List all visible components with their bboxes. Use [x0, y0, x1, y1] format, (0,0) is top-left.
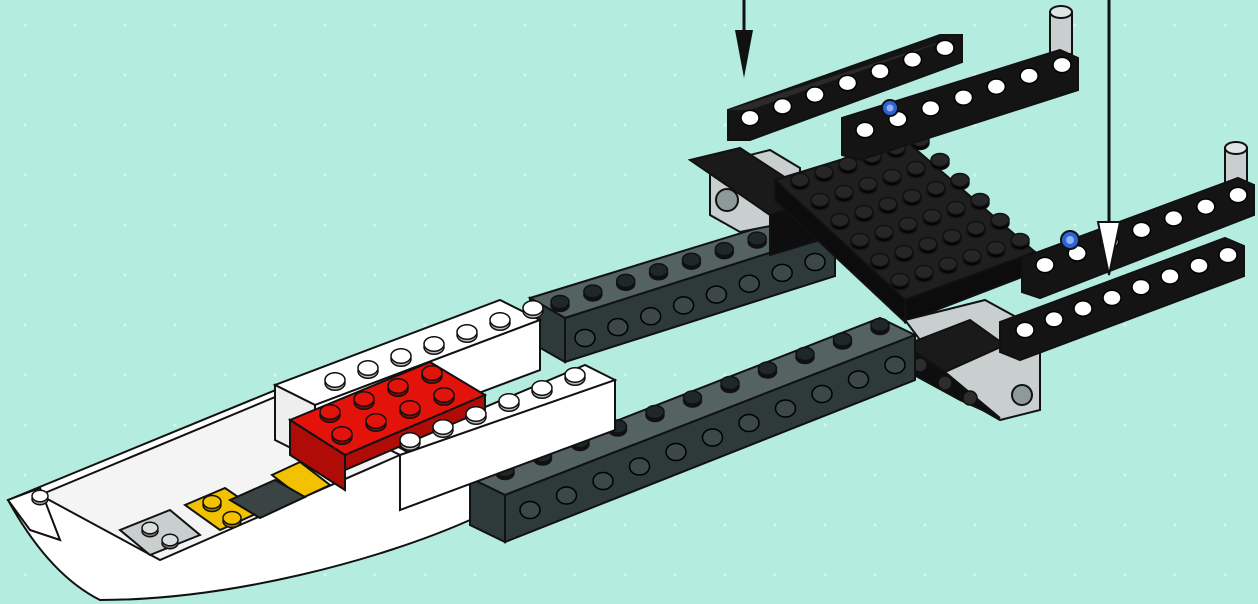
lego-instruction-illustration — [0, 0, 1258, 604]
